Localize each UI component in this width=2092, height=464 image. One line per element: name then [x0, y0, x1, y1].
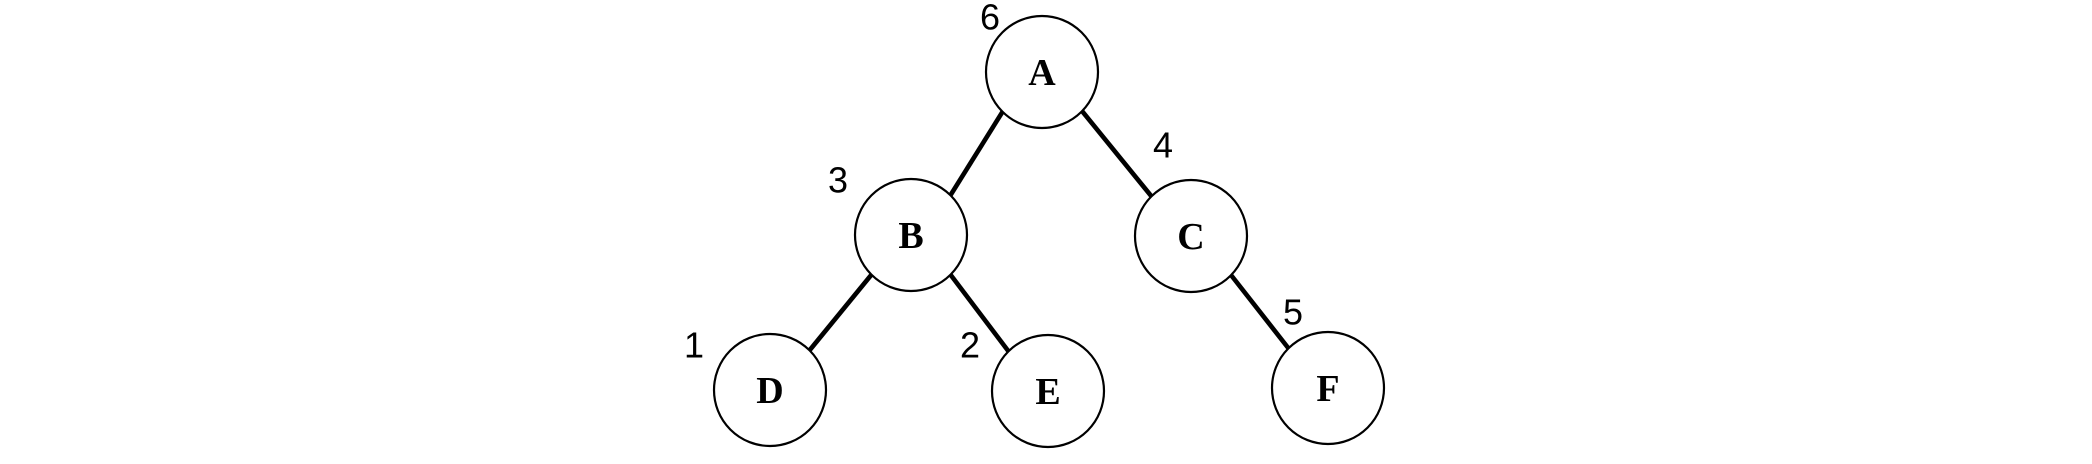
node-label-a: A [1028, 52, 1056, 94]
node-circle-d[interactable] [712, 332, 828, 448]
node-label-f: F [1316, 368, 1339, 410]
node-label-b: B [898, 215, 923, 257]
node-circle-b[interactable] [853, 177, 969, 293]
tree-edge-b-e [948, 272, 1011, 354]
nodes-group: A B C D E F [712, 14, 1386, 449]
node-circle-f[interactable] [1270, 330, 1386, 446]
node-weight-f: 5 [1283, 292, 1303, 333]
node-label-e: E [1035, 371, 1060, 413]
tree-edge-c-f [1229, 273, 1291, 351]
node-circle-c[interactable] [1133, 178, 1249, 294]
tree-node-b[interactable]: B [853, 177, 969, 293]
edge-weight-labels-group: 6 3 4 1 2 5 [684, 0, 1303, 366]
node-circle-e[interactable] [990, 333, 1106, 449]
tree-node-e[interactable]: E [990, 333, 1106, 449]
tree-node-d[interactable]: D [712, 332, 828, 448]
node-weight-d: 1 [684, 325, 704, 366]
node-weight-c: 4 [1153, 125, 1173, 166]
edges-group [807, 109, 1291, 354]
tree-node-c[interactable]: C [1133, 178, 1249, 294]
tree-edge-a-b [948, 109, 1005, 198]
node-circle-a[interactable] [984, 14, 1100, 130]
tree-node-a[interactable]: A [984, 14, 1100, 130]
node-weight-b: 3 [828, 160, 848, 201]
node-label-d: D [756, 370, 783, 412]
node-weight-e: 2 [960, 325, 980, 366]
tree-edge-a-c [1080, 109, 1154, 199]
tree-edge-b-d [807, 272, 874, 353]
node-weight-a: 6 [980, 0, 1000, 38]
node-label-c: C [1177, 216, 1204, 258]
tree-node-f[interactable]: F [1270, 330, 1386, 446]
